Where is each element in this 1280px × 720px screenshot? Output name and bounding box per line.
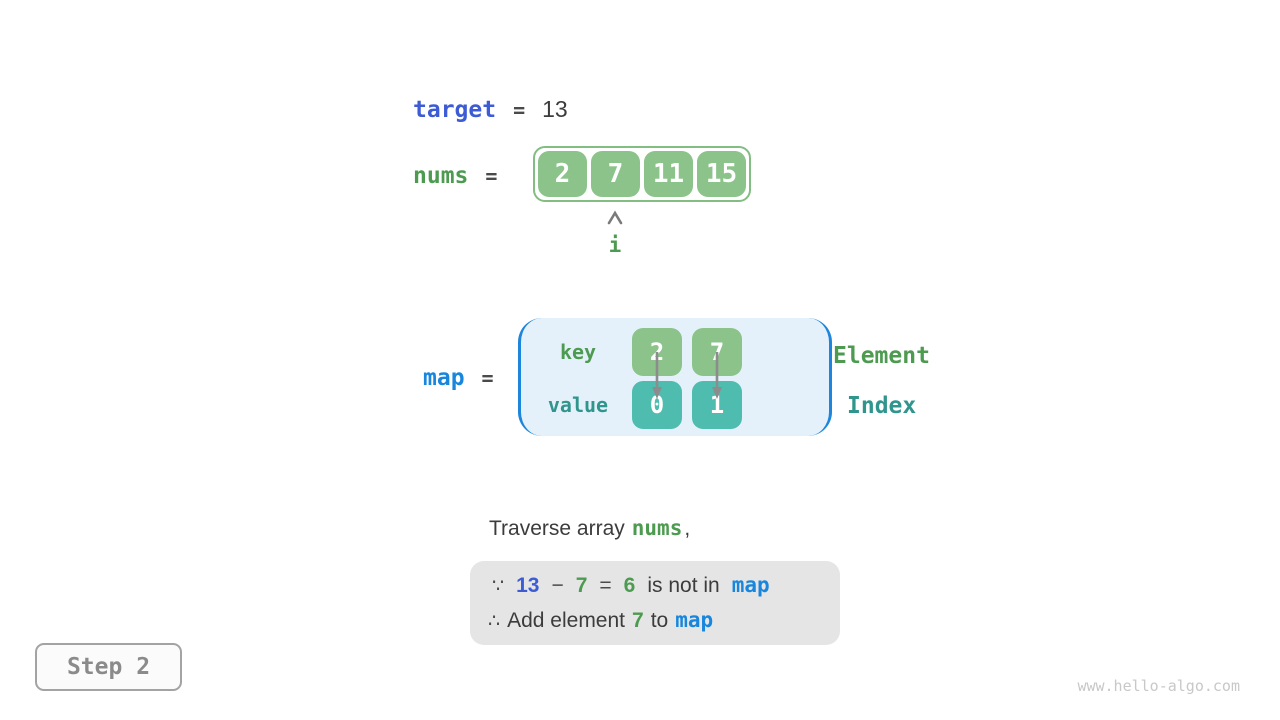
watermark: www.hello-algo.com bbox=[1077, 677, 1240, 695]
target-row: target = 13 bbox=[413, 96, 568, 123]
step-badge-label: Step 2 bbox=[66, 654, 151, 680]
note-equals-sign: = bbox=[599, 574, 612, 597]
note-line-1: ∵ 13 − 7 = 6 is not in map bbox=[492, 573, 770, 598]
note-box: ∵ 13 − 7 = 6 is not in map ∴ Add element… bbox=[470, 561, 840, 645]
caption-text: Traverse array bbox=[489, 517, 625, 540]
note-map-ref: map bbox=[675, 608, 714, 632]
note-minus-sign: − bbox=[551, 574, 564, 597]
map-value-cell: 0 bbox=[632, 381, 682, 429]
nums-label-row: nums = bbox=[413, 163, 497, 189]
map-value-label: value bbox=[547, 393, 609, 417]
target-value: 13 bbox=[542, 96, 568, 122]
element-label: Element bbox=[833, 343, 930, 369]
pointer-label: i bbox=[608, 233, 622, 257]
array-cell-value: 2 bbox=[554, 159, 571, 189]
note-map-ref: map bbox=[731, 573, 770, 597]
array-cell: 11 bbox=[644, 151, 693, 197]
note-element-num: 7 bbox=[632, 609, 644, 632]
step-badge: Step 2 bbox=[35, 643, 182, 691]
key-to-value-arrow-icon bbox=[712, 352, 722, 399]
note-line2-text1: Add element bbox=[507, 609, 626, 632]
key-to-value-arrow-icon bbox=[652, 352, 662, 399]
note-line2-text2: to bbox=[650, 609, 669, 632]
array-cell-value: 15 bbox=[705, 159, 738, 189]
caption-code-nums: nums bbox=[631, 516, 683, 540]
array-cell: 2 bbox=[538, 151, 587, 197]
map-value-value: 0 bbox=[649, 391, 665, 419]
array-cell: 15 bbox=[697, 151, 746, 197]
nums-equals-sign: = bbox=[485, 164, 498, 188]
array-cell-value: 11 bbox=[652, 159, 685, 189]
nums-array: 2 7 11 15 bbox=[533, 146, 751, 202]
note-line-2: ∴ Add element 7 to map bbox=[488, 608, 713, 633]
index-label: Index bbox=[847, 393, 917, 419]
therefore-symbol: ∴ bbox=[488, 611, 501, 632]
array-cell: 7 bbox=[591, 151, 640, 197]
array-cell-value: 7 bbox=[607, 159, 624, 189]
because-symbol: ∵ bbox=[492, 576, 505, 597]
map-label: map bbox=[423, 365, 465, 391]
map-key-label: key bbox=[559, 340, 597, 364]
target-equals-sign: = bbox=[513, 98, 526, 122]
note-difference: 6 bbox=[623, 574, 636, 597]
note-subtrahend: 7 bbox=[575, 574, 588, 597]
note-line1-text: is not in bbox=[647, 574, 720, 597]
map-label-row: map = bbox=[423, 365, 494, 391]
target-label: target bbox=[413, 97, 497, 123]
nums-label: nums bbox=[413, 163, 469, 189]
pointer-caret-icon bbox=[607, 210, 623, 225]
map-equals-sign: = bbox=[481, 366, 494, 390]
caption-comma: , bbox=[684, 517, 691, 540]
caption-row: Traverse array nums , bbox=[489, 516, 690, 541]
map-value-value: 1 bbox=[709, 391, 725, 419]
note-minuend: 13 bbox=[516, 574, 540, 597]
